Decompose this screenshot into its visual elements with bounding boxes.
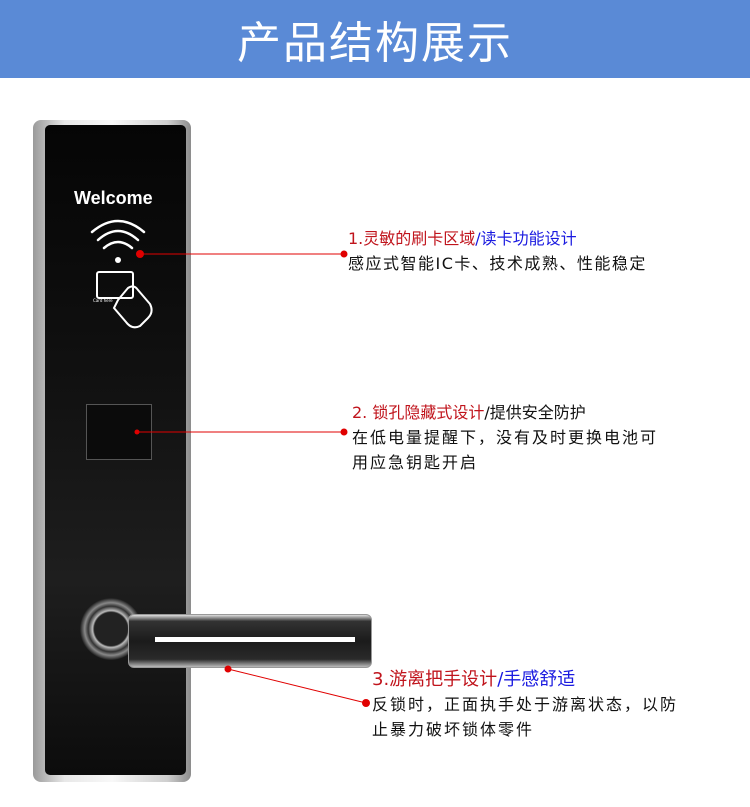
card-here-label: Card here	[93, 298, 113, 303]
pointer-dot-2b	[340, 428, 348, 436]
feature-3-title-rest: /手感舒适	[497, 669, 576, 690]
pointer-dot-1a	[136, 250, 144, 258]
feature-1-title-rest: /读卡功能设计	[475, 229, 577, 248]
feature-2-title-rest: /提供安全防护	[484, 403, 586, 422]
header-banner: 产品结构展示	[0, 0, 750, 78]
pointer-line-3	[227, 668, 367, 704]
feature-2-title-red: 2. 锁孔隐藏式设计	[352, 403, 485, 422]
lever-handle	[128, 614, 372, 668]
feature-2-line: 在低电量提醒下，没有及时更换电池可	[352, 428, 659, 447]
feature-1-line: 感应式智能IC卡、技术成熟、性能稳定	[348, 254, 647, 273]
pointer-dot-3a	[224, 665, 232, 673]
pointer-dot-3b	[362, 699, 370, 707]
feature-3-line: 反锁时，正面执手处于游离状态，以防	[372, 695, 679, 714]
feature-1: 1.灵敏的刷卡区域/读卡功能设计 感应式智能IC卡、技术成熟、性能稳定	[348, 226, 647, 276]
feature-3: 3.游离把手设计/手感舒适 反锁时，正面执手处于游离状态，以防 止暴力破坏锁体零…	[372, 667, 678, 742]
pointer-dot-1b	[340, 250, 348, 258]
feature-1-title-red: 1.灵敏的刷卡区域	[348, 229, 476, 248]
feature-2: 2. 锁孔隐藏式设计/提供安全防护 在低电量提醒下，没有及时更换电池可 用应急钥…	[352, 400, 658, 475]
page-title: 产品结构展示	[237, 18, 513, 69]
card-hand-icon	[96, 271, 153, 329]
handle-light-stripe	[155, 637, 355, 642]
welcome-text: Welcome	[74, 188, 153, 208]
feature-3-line: 止暴力破坏锁体零件	[372, 720, 535, 739]
pointer-dot-2a	[134, 429, 140, 435]
feature-3-title-red: 3.游离把手设计	[372, 669, 498, 690]
wifi-icon	[90, 219, 146, 263]
feature-2-line: 用应急钥匙开启	[352, 453, 479, 472]
